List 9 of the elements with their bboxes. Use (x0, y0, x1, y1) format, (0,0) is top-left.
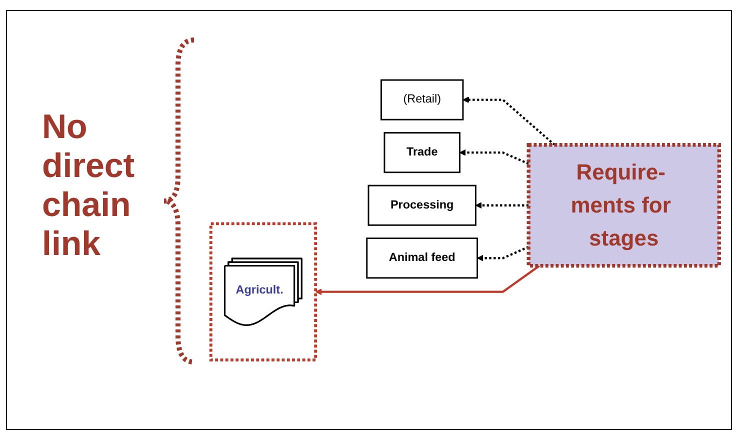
arrow (475, 202, 529, 209)
arrow (459, 149, 530, 165)
node-box: Require- ments for stages (526, 143, 721, 268)
node-box: (Retail) (380, 79, 464, 120)
node-box: Trade (384, 132, 460, 174)
node-box: Animal feed (366, 238, 478, 279)
side-label: No direct chain link (42, 108, 136, 264)
node-box: Processing (368, 184, 476, 226)
cluster (209, 222, 318, 362)
